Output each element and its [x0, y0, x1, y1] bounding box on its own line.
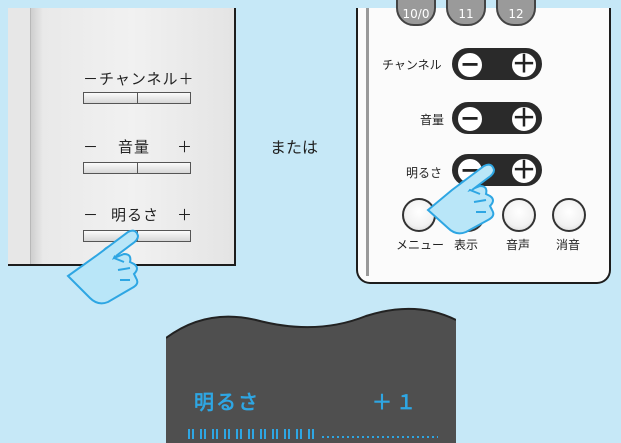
volume-label-right: 音量	[420, 113, 445, 127]
brightness-plus-label: ＋	[177, 206, 194, 224]
brightness-level-empty	[322, 436, 438, 438]
remote-panel-left: －チャンネル＋ － 音量 ＋ － 明るさ ＋	[8, 8, 236, 266]
audio-label: 音声	[506, 238, 531, 252]
remote-panel-left-face: －チャンネル＋ － 音量 ＋ － 明るさ ＋	[30, 8, 234, 264]
channel-label-right: チャンネル	[382, 58, 442, 72]
or-label: または	[270, 138, 319, 157]
menu-button[interactable]	[402, 198, 436, 232]
volume-rocker-button[interactable]	[83, 162, 191, 174]
key-10-0-button[interactable]: 10/0	[396, 0, 436, 26]
channel-label: －チャンネル＋	[83, 70, 195, 88]
tv-screen: 明るさ ＋１	[166, 298, 456, 443]
display-label: 表示	[454, 238, 479, 252]
remote-panel-right: 10/0 11 12 チャンネル − ＋ 音量 − ＋ 明るさ − ＋ メニュー…	[356, 0, 611, 284]
osd-value: ＋１	[372, 390, 420, 414]
brightness-label-right: 明るさ	[406, 166, 443, 180]
channel-rocker-button[interactable]	[83, 92, 191, 104]
key-12-button[interactable]: 12	[496, 0, 536, 26]
volume-rocker-right: − ＋	[452, 102, 542, 134]
channel-rocker-right: − ＋	[452, 48, 542, 80]
audio-button[interactable]	[502, 198, 536, 232]
brightness-level-fill	[188, 429, 318, 439]
key-11-button[interactable]: 11	[446, 0, 486, 26]
volume-plus-button[interactable]: ＋	[510, 104, 538, 133]
remote-panel-right-edge	[366, 8, 369, 276]
mute-label: 消音	[556, 238, 581, 252]
pointing-hand-icon	[426, 163, 496, 235]
brightness-label: 明るさ	[111, 206, 160, 224]
menu-label: メニュー	[396, 238, 445, 252]
volume-plus-label: ＋	[177, 138, 194, 156]
channel-minus-button[interactable]: −	[456, 51, 484, 79]
volume-minus-button[interactable]: −	[456, 105, 484, 133]
brightness-plus-button[interactable]: ＋	[510, 156, 538, 185]
brightness-level-bar	[188, 429, 438, 439]
volume-label: 音量	[118, 138, 151, 156]
tv-screen-background	[166, 307, 456, 443]
mute-button[interactable]	[552, 198, 586, 232]
osd-title: 明るさ	[194, 390, 260, 414]
brightness-minus-label: －	[83, 206, 100, 224]
brightness-rocker-right: − ＋	[452, 154, 542, 186]
pointing-hand-icon	[66, 229, 140, 305]
volume-minus-label: －	[83, 138, 100, 156]
channel-plus-button[interactable]: ＋	[510, 50, 538, 79]
